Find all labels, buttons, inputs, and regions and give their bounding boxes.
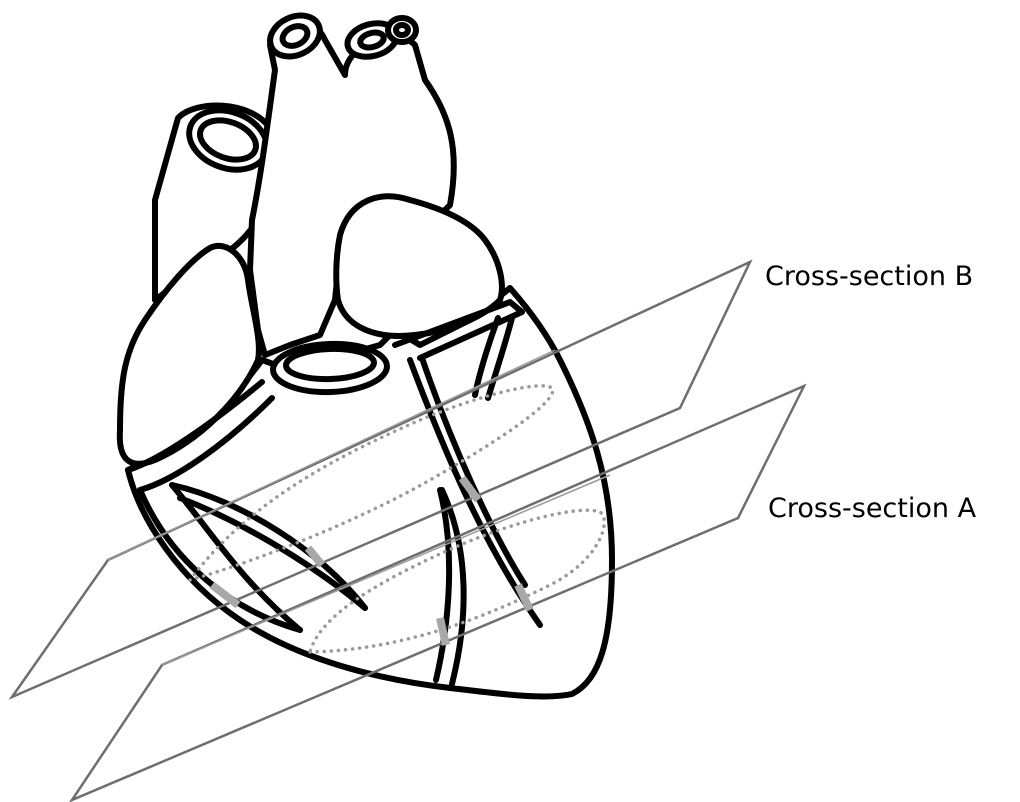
cross-section-a-label: Cross-section A xyxy=(768,493,977,524)
heart-illustration xyxy=(120,8,612,697)
aorta-branch-opening-3 xyxy=(388,18,416,42)
cross-section-b-label: Cross-section B xyxy=(765,261,973,292)
